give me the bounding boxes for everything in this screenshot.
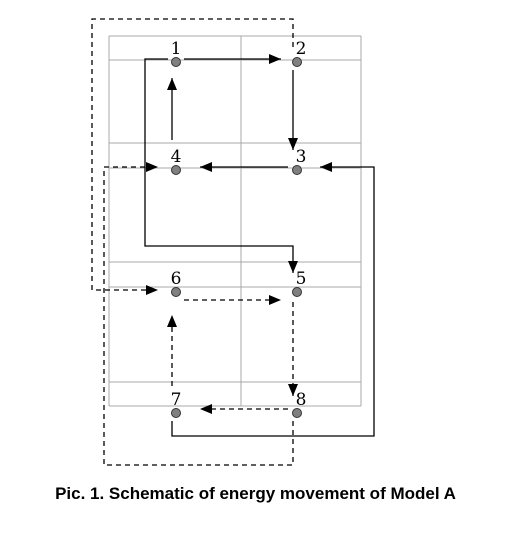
node-5-label: 5 (296, 269, 307, 289)
node-8-label: 8 (296, 390, 307, 410)
node-4-dot (171, 165, 181, 175)
energy-movement-diagram: 1 2 3 4 5 6 7 8 (91, 18, 375, 466)
edge-1-to-5 (144, 58, 298, 273)
node-1-label: 1 (171, 39, 182, 59)
diagram-canvas: 1 2 3 4 5 6 7 8 (91, 18, 375, 466)
node-8-dot (292, 408, 302, 418)
edge-7-to-3 (171, 162, 375, 437)
node-4-label: 4 (171, 147, 182, 167)
node-2-label: 2 (296, 39, 307, 59)
nodes: 1 2 3 4 5 6 7 8 (171, 39, 307, 418)
node-1-dot (171, 57, 181, 67)
edge-2-to-6 (91, 18, 294, 295)
node-3-label: 3 (296, 147, 307, 167)
node-3-dot (292, 165, 302, 175)
node-7-label: 7 (171, 390, 182, 410)
node-5-dot (292, 287, 302, 297)
node-6-dot (171, 287, 181, 297)
node-7-dot (171, 408, 181, 418)
edges (91, 18, 375, 466)
edge-8-to-4 (103, 162, 294, 466)
figure-caption: Pic. 1. Schematic of energy movement of … (55, 484, 456, 503)
grid (108, 35, 362, 407)
node-6-label: 6 (171, 269, 182, 289)
node-2-dot (292, 57, 302, 67)
